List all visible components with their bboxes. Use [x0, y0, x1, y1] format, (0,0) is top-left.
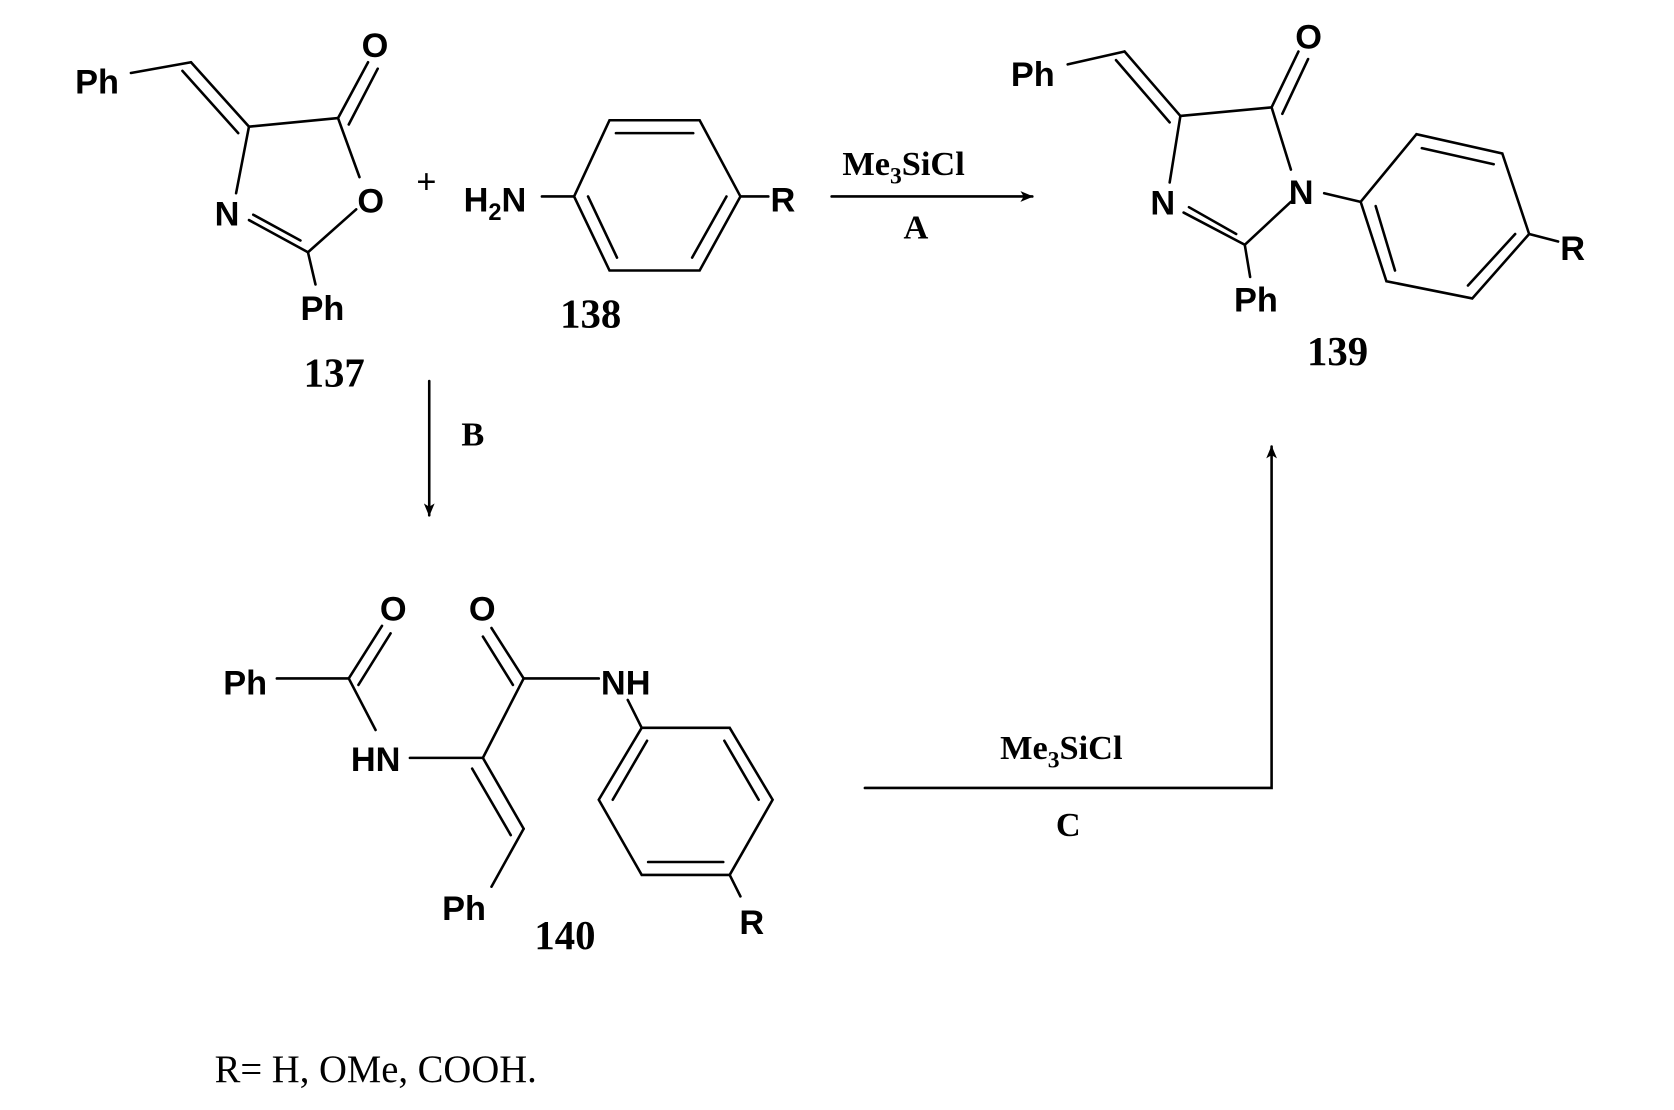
step-label: C: [1056, 806, 1081, 844]
compound-number: 139: [1307, 329, 1368, 374]
step-label: A: [904, 208, 929, 246]
plus-sign: +: [416, 163, 436, 201]
atom-o: O: [357, 183, 384, 221]
atom-ph: Ph: [300, 290, 344, 328]
compound-137: Ph O O N Ph 137: [75, 27, 388, 396]
atom-o: O: [362, 27, 389, 65]
atom-nh: NH: [601, 665, 651, 703]
atom-n: N: [1150, 185, 1175, 223]
reagent-label: Me3SiCl: [1000, 729, 1122, 774]
compound-number: 137: [304, 350, 365, 395]
atom-ph: Ph: [1234, 281, 1278, 319]
substituent-note: R= H, OMe, COOH.: [215, 1049, 537, 1091]
arrow-a: Me3SiCl A: [830, 145, 1034, 246]
atom-n: N: [215, 195, 240, 233]
compound-139: Ph O N N Ph R 139: [1011, 18, 1585, 374]
step-label: B: [461, 415, 484, 453]
reagent-label: Me3SiCl: [842, 145, 964, 190]
compound-140: Ph O HN O NH R Ph 140: [223, 590, 775, 958]
amine-group: H2N: [464, 181, 527, 226]
atom-ph: Ph: [75, 63, 119, 101]
arrow-b: B: [423, 379, 484, 517]
atom-r: R: [739, 904, 764, 942]
atom-o: O: [1295, 18, 1322, 56]
compound-number: 140: [534, 913, 595, 958]
atom-ph: Ph: [223, 665, 267, 703]
atom-r: R: [1560, 230, 1585, 268]
atom-n: N: [1289, 174, 1314, 212]
atom-ph: Ph: [1011, 56, 1055, 94]
atom-hn: HN: [351, 741, 401, 779]
atom-o: O: [380, 590, 407, 628]
atom-o: O: [469, 590, 496, 628]
compound-138: H2N R 138: [464, 118, 795, 336]
atom-r: R: [770, 181, 795, 219]
arrow-c: Me3SiCl C: [863, 445, 1277, 844]
atom-ph: Ph: [442, 890, 486, 928]
compound-number: 138: [560, 291, 621, 336]
